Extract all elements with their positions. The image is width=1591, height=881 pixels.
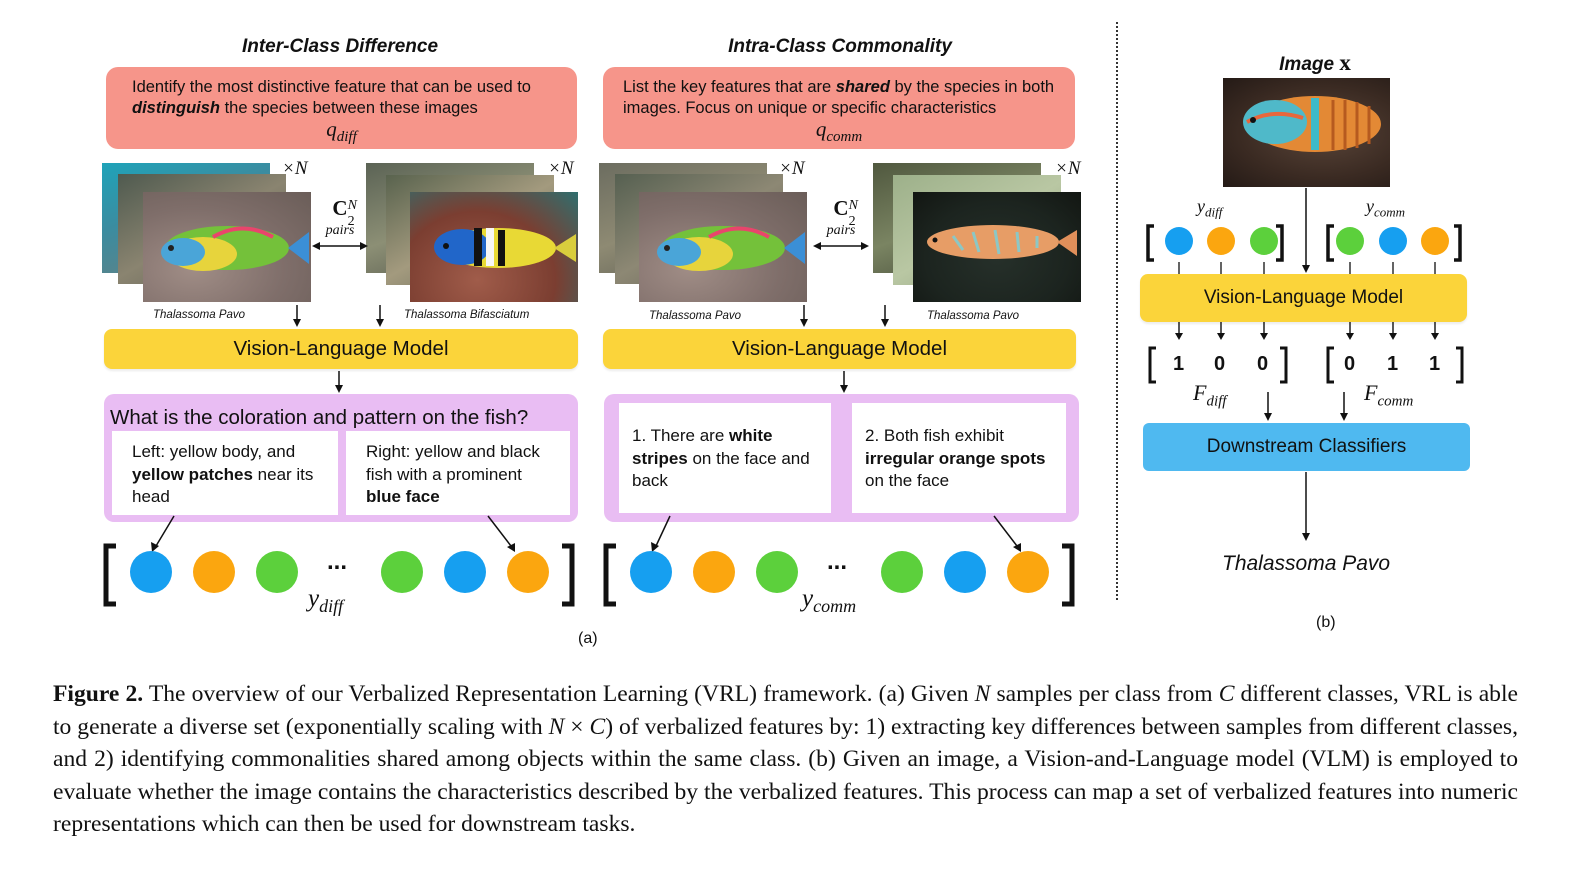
panel-a-label: (a): [578, 630, 598, 647]
feature-inputs: [1146, 188, 1462, 274]
ellipsis: ...: [327, 548, 348, 575]
panel-b-label: (b): [1316, 614, 1336, 631]
numeric-vector-brackets: [1148, 346, 1464, 384]
feature-dot-orange: [693, 551, 735, 593]
feature-dot-orange: [1007, 551, 1049, 593]
feature-dot-green: [256, 551, 298, 593]
f-comm-value: 1: [1429, 353, 1441, 375]
f-comm-value: 0: [1344, 353, 1356, 375]
arrows-to-vlm: [800, 305, 889, 327]
arrows-to-vlm: [293, 305, 384, 327]
double-arrow: [813, 242, 869, 250]
double-arrow: [312, 242, 368, 250]
feature-dot-orange: [193, 551, 235, 593]
downstream-classifiers-block: Downstream Classifiers: [1143, 423, 1470, 471]
f-diff-value: 0: [1257, 353, 1269, 375]
y-comm-label: ycomm: [1366, 196, 1406, 220]
feature-dot-blue: [944, 551, 986, 593]
f-diff-value: 0: [1214, 353, 1226, 375]
inter-class-prompt: Identify the most distinctive feature th…: [106, 67, 577, 149]
predicted-class: Thalassoma Pavo: [1222, 552, 1391, 575]
f-comm-value: 1: [1387, 353, 1399, 375]
arrows-to-features: [1175, 322, 1439, 340]
q-comm-symbol: qcomm: [815, 117, 863, 146]
input-fish-image: [1223, 78, 1390, 187]
intra-class-title: Intra-Class Commonality: [728, 36, 952, 57]
fish-drawing: [434, 228, 576, 268]
intra-class-answers-panel: 1. There are white stripes on the face a…: [604, 394, 1079, 522]
feature-dots: [103, 543, 575, 607]
f-diff-symbol: Fdiff: [1193, 380, 1227, 410]
arrow-down: [840, 371, 848, 393]
fish-image-thalassoma-pavo-1: [639, 192, 807, 302]
answer-right: Right: yellow and black fish with a prom…: [346, 431, 570, 515]
answer-left: 1. There are white stripes on the face a…: [619, 403, 831, 513]
prompt-text-emphasis: distinguish: [132, 99, 220, 117]
prompt-text-post: the species between these images: [220, 99, 478, 117]
times-n-label: ×N: [282, 158, 308, 179]
f-comm-symbol: Fcomm: [1364, 380, 1414, 410]
fish-drawing: [657, 226, 805, 271]
species-label: Thalassoma Pavo: [153, 309, 246, 321]
inter-class-answers-panel: What is the coloration and pattern on th…: [104, 394, 578, 522]
f-diff-value: 1: [1173, 353, 1185, 375]
feature-dot-green: [881, 551, 923, 593]
y-diff-label: ydiff: [1197, 196, 1223, 220]
fish-image-thalassoma-bifasciatum: [410, 192, 578, 302]
answer-left: Left: yellow body, and yellow patches ne…: [112, 431, 338, 515]
times-n-label: ×N: [1055, 158, 1081, 179]
vision-language-model-block: Vision-Language Model: [603, 329, 1076, 369]
vision-language-model-block: Vision-Language Model: [104, 329, 578, 369]
species-label: Thalassoma Bifasciatum: [404, 309, 530, 321]
figure-caption: Figure 2. The overview of our Verbalized…: [53, 681, 1518, 838]
feature-dot-blue: [444, 551, 486, 593]
feature-dot-green: [756, 551, 798, 593]
times-n-label: ×N: [548, 158, 574, 179]
feature-dot-green: [381, 551, 423, 593]
feature-dot-blue: [130, 551, 172, 593]
y-comm-symbol: ycomm: [802, 585, 857, 616]
species-label: Thalassoma Pavo: [649, 310, 742, 322]
feature-dots: [603, 543, 1075, 607]
feature-dot-orange: [507, 551, 549, 593]
inter-class-title: Inter-Class Difference: [241, 36, 439, 57]
attribute-question: What is the coloration and pattern on th…: [110, 406, 529, 429]
q-diff-symbol: qdiff: [326, 117, 357, 146]
fish-image-thalassoma-pavo-2: [913, 192, 1081, 302]
arrow-to-result: [1302, 472, 1310, 541]
image-x-title: Image x: [1279, 50, 1351, 75]
fish-image-thalassoma-pavo-1: [143, 192, 311, 302]
times-n-label: ×N: [779, 158, 805, 179]
answer-right: 2. Both fish exhibit irregular orange sp…: [852, 403, 1066, 513]
panel-divider: [1116, 22, 1118, 600]
caption-label: Figure 2.: [53, 681, 144, 707]
answer-arrows: [651, 515, 1021, 552]
prompt-text-pre: Identify the most distinctive feature th…: [132, 78, 531, 96]
answer-arrows: [151, 515, 515, 552]
vision-language-model-block: Vision-Language Model: [1140, 274, 1467, 322]
y-diff-symbol: ydiff: [308, 585, 344, 616]
arrows-to-classifiers: [1264, 392, 1348, 421]
ellipsis: ...: [827, 548, 848, 575]
arrow-down: [335, 371, 343, 393]
feature-dot-blue: [630, 551, 672, 593]
feature-vector-comm: ...: [600, 540, 1080, 610]
fish-drawing: [161, 226, 309, 271]
species-label: Thalassoma Pavo: [927, 310, 1020, 322]
fish-drawing: [1243, 96, 1381, 152]
feature-vector-diff: ...: [100, 540, 580, 610]
intra-class-prompt: List the key features that are shared by…: [603, 67, 1075, 149]
fish-drawing: [927, 225, 1077, 259]
